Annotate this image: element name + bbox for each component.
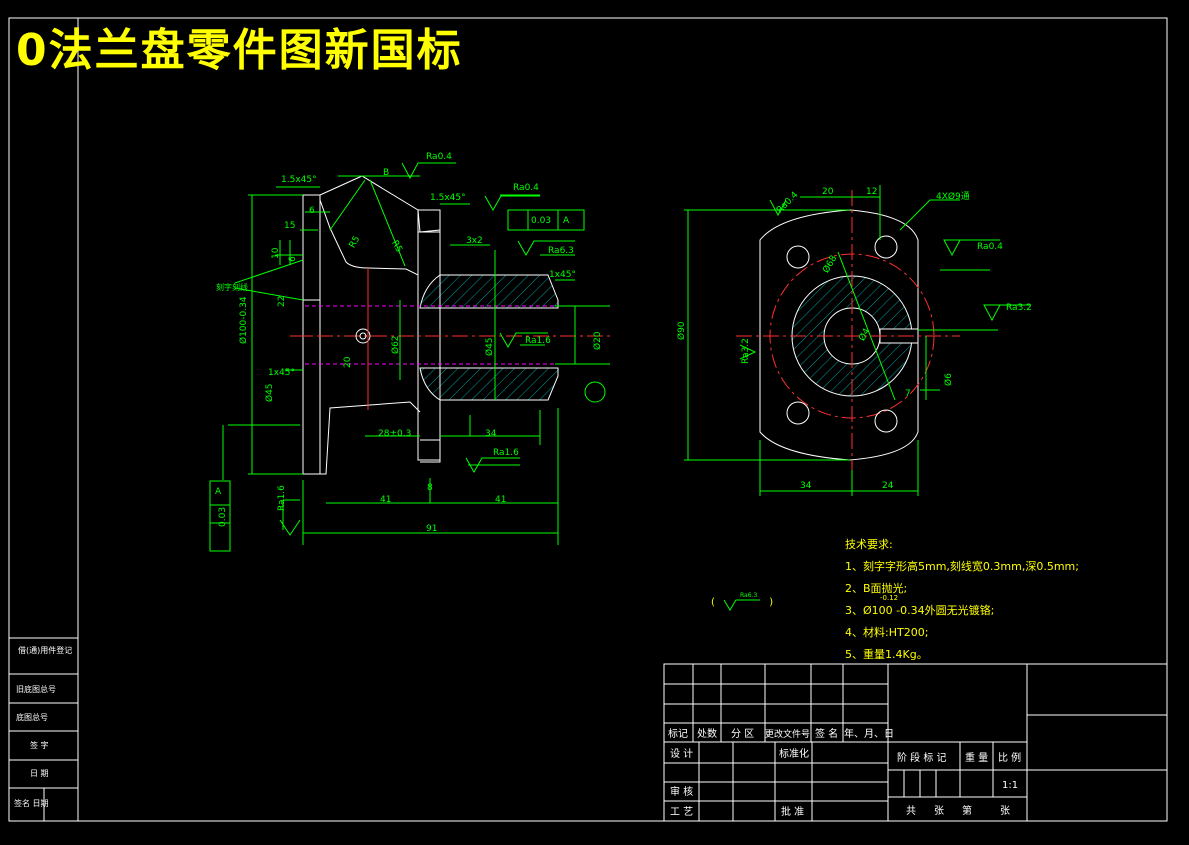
tb-zone: 分 区 [731, 728, 754, 740]
tb-review: 审 核 [670, 785, 693, 798]
tb-weight: 重 量 [965, 751, 988, 764]
strip-label-drawing-no: 底图总号 [16, 712, 48, 722]
default-roughness-symbol [723, 599, 760, 611]
technical-requirements: 技术要求: 1、刻字字形高5mm,刻线宽0.3mm,深0.5mm; 2、B面抛光… [845, 534, 1079, 666]
tech-item-2: 2、B面抛光; [845, 582, 908, 595]
drawing-title: 0法兰盘零件图新国标 [16, 25, 463, 76]
tech-item-1: 1、刻字字形高5mm,刻线宽0.3mm,深0.5mm; [845, 560, 1079, 573]
tolerance-note: -0.12 [880, 594, 899, 602]
dim-r5b: R5 [389, 239, 404, 254]
title-block-grid [663, 663, 1168, 822]
paren-close: ) [769, 597, 774, 608]
rv-holes: 4XØ9通 [936, 191, 970, 202]
title-block-labels: 标记 处数 分 区 更改文件号 签 名 年、月、日 设 计 标准化 审 核 工 … [668, 727, 1021, 818]
dim-dia62: Ø62 [390, 335, 401, 354]
engraving-note: 刻字刻线 [216, 282, 248, 292]
tb-approve: 批 准 [781, 805, 804, 818]
tb-standardize: 标准化 [779, 747, 809, 760]
dim-22: 22 [277, 296, 287, 307]
tb-date: 年、月、日 [844, 727, 894, 740]
tb-process: 工 艺 [670, 806, 693, 818]
dim-chamfer-2: 1x45° [268, 368, 295, 378]
ra-inner: Ra1.6 [525, 336, 551, 346]
left-strip [9, 637, 78, 821]
dim-34: 34 [485, 429, 497, 439]
tb-sheet-no: 第 [962, 804, 972, 817]
tb-change-doc: 更改文件号 [765, 728, 810, 740]
tb-total: 共 [906, 805, 916, 817]
tol-value: 0.03 [531, 216, 551, 226]
tol-datum-2: A [215, 487, 222, 497]
rv-ra-right: Ra0.4 [977, 242, 1003, 252]
dim-6b: 6 [288, 256, 298, 262]
dim-chamfer-3: 1.5x45° [430, 193, 466, 203]
dim-chamfer-4: 1x45° [549, 270, 576, 280]
rv-dim-34: 34 [800, 481, 812, 491]
tb-sign: 签 名 [815, 727, 838, 740]
dim-chamfer-1: 1.5x45° [281, 175, 317, 185]
tol-datum: A [563, 216, 570, 226]
tech-heading: 技术要求: [845, 538, 893, 551]
dim-41a: 41 [380, 495, 391, 505]
dim-8: 8 [427, 483, 433, 493]
rv-dim-24: 24 [882, 481, 894, 491]
dim-dia45b: Ø45 [264, 383, 275, 402]
strip-label-reuse: 借(通)用件登记 [18, 645, 72, 655]
dim-20: 20 [343, 356, 353, 368]
tol-value-2: 0.03 [218, 507, 228, 527]
tb-sheets: 张 [934, 805, 944, 817]
dim-groove: 3x2 [466, 236, 483, 246]
dim-dia100: Ø100-0.34 [238, 296, 249, 344]
left-section-view: 1.5x45° 6 15 10 6 Ø100-0.34 22 20 1x45° … [209, 152, 610, 552]
strip-label-sign: 签 字 [30, 740, 49, 750]
tb-scale-value: 1:1 [1002, 780, 1018, 791]
strip-label-old-drawing: 旧底图总号 [16, 684, 56, 694]
strip-label-sign-date: 签名 日期 [14, 798, 49, 808]
ra-top: Ra0.4 [513, 183, 539, 193]
rv-dim-68: Ø68 [821, 253, 840, 275]
rv-ra-left: Ra3.2 [741, 338, 751, 364]
tb-scale-label: 比 例 [998, 751, 1021, 764]
tech-item-4: 4、材料:HT200; [845, 626, 929, 639]
rv-ra-top-left: Ra0.4 [775, 190, 801, 216]
dim-10: 10 [271, 247, 281, 259]
tb-count: 处数 [697, 727, 717, 740]
ra-b: Ra0.4 [426, 152, 452, 162]
tb-design: 设 计 [670, 747, 693, 760]
surface-b: B [383, 168, 389, 178]
tech-item-3: 3、Ø100 -0.34外圆无光镀铬; [845, 604, 995, 617]
rv-dim-7: 7 [905, 389, 911, 399]
rv-dim-90: Ø90 [676, 321, 687, 340]
ra-left: Ra1.6 [277, 485, 287, 511]
outer-frame [8, 17, 1168, 822]
tb-sheet-label: 张 [1000, 805, 1010, 817]
dim-28: 28±0.3 [378, 429, 411, 439]
strip-label-date: 日 期 [30, 769, 49, 778]
rv-dim-20: 20 [822, 187, 834, 197]
tb-mark: 标记 [668, 728, 688, 740]
dim-dia45: Ø45 [484, 337, 495, 356]
rv-ra-3-2: Ra3.2 [1006, 303, 1032, 313]
default-roughness-value: Ra6.3 [740, 592, 757, 599]
tech-item-5: 5、重量1.4Kg。 [845, 648, 928, 661]
rv-dim-6: Ø6 [943, 373, 954, 386]
dim-dia20: Ø20 [592, 331, 603, 350]
dim-6: 6 [309, 206, 315, 216]
roughness-paren: ( ) [711, 597, 773, 608]
tb-stage-mark: 阶 段 标 记 [897, 751, 947, 764]
dim-r5a: R5 [348, 235, 363, 250]
dim-41b: 41 [495, 495, 506, 505]
dim-91: 91 [426, 524, 437, 534]
right-front-view: Ra0.4 20 12 4XØ9通 Ra0.4 Ø90 Ø68 Ra3.2 Ø4… [676, 185, 1032, 496]
dim-15: 15 [284, 221, 295, 231]
ra-bottom: Ra1.6 [493, 448, 519, 458]
paren-open: ( [711, 597, 715, 608]
ra-bore: Ra6.3 [548, 246, 574, 256]
left-strip-labels: 借(通)用件登记 旧底图总号 底图总号 签 字 日 期 签名 日期 [14, 645, 72, 808]
rv-dim-12: 12 [866, 187, 877, 197]
